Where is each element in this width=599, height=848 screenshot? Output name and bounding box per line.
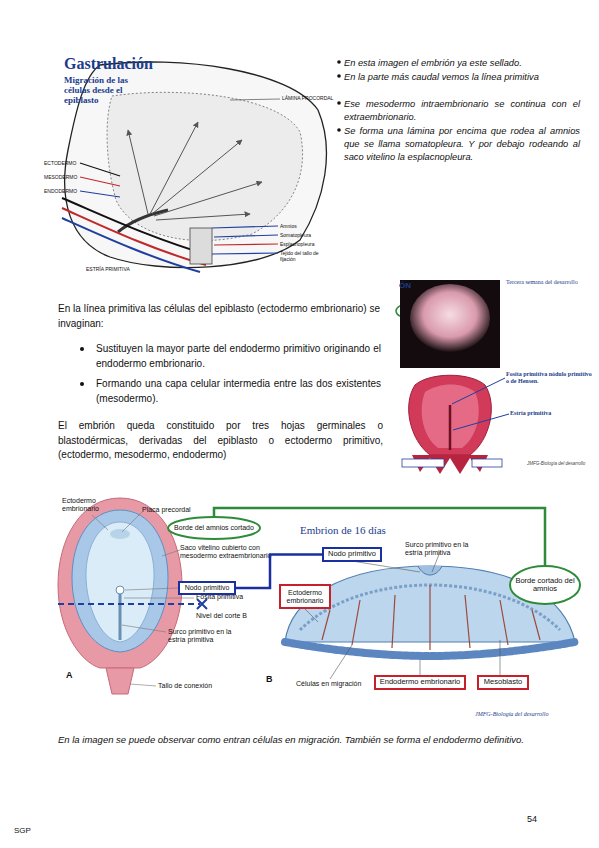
connector [236, 555, 322, 589]
page-title: Gastrulación [64, 54, 153, 73]
part-label: Tallo de conexión [158, 682, 212, 690]
embryo-sketch [402, 375, 509, 474]
blue-label-box: Nodo primitivo [322, 547, 382, 562]
oval-shape [510, 566, 580, 604]
embryo-photo [396, 280, 500, 368]
part-label: Esplacnopleura [280, 241, 314, 247]
node-text: Borde del amnios cortado [174, 524, 254, 532]
part-label: Somatopleura [280, 232, 311, 238]
bullet-dot [80, 60, 341, 386]
cut-heading: ÓN [399, 281, 411, 291]
node-text: Endodermo embrionario [380, 678, 460, 686]
page-number: 54 [527, 814, 537, 825]
caption: En la imagen se puede observar como entr… [58, 733, 548, 746]
bullet-text: En la parte más caudal vemos la línea pr… [344, 71, 580, 84]
oval-callout: Borde del amnios cortado [168, 517, 260, 539]
part-label: LÁMINA PROCORDAL [282, 95, 333, 101]
source-credit: JMFG-Biología del desarrollo [475, 711, 548, 718]
part-label: MESODERMO [44, 174, 77, 180]
panel-title: Embrion de 16 días [300, 524, 386, 537]
node-text: Ectodermo embrionario [284, 589, 326, 604]
panel-letter: B [266, 674, 273, 685]
part-label: Placa precordal [142, 506, 191, 514]
part-label: ECTODERMO [44, 160, 76, 166]
part-label: Amnios [280, 223, 297, 229]
node-text: Borde cortado del amnios [513, 577, 577, 594]
red-label-box: Endodermo embrionario [374, 675, 466, 690]
bullet-text: En esta imagen el embrión ya este sellad… [344, 57, 580, 70]
node-text: Nodo primitivo [328, 550, 376, 558]
node-text: Mesoblasto [484, 678, 522, 686]
oval-shape [168, 517, 260, 539]
part-label: Tejido del tallo de fijación [280, 250, 335, 262]
bullet-text: Ese mesodermo intraembrionario se contin… [344, 98, 580, 124]
part-label: Fosita primitiva nódulo primitivo o de H… [506, 371, 592, 385]
body-text: En la línea primitiva las células del ep… [58, 302, 380, 331]
red-label-box: Ectodermo embrionario [279, 584, 331, 609]
blue-label-box: Nodo primitivo [178, 581, 236, 595]
oval-callout: Borde cortado del amnios [510, 566, 580, 604]
part-label: ESTRÍA PRIMITIVA [86, 266, 130, 272]
footer-author: SGP [14, 826, 31, 836]
body-text: El embrión queda constituido por tres ho… [58, 419, 383, 463]
list-item: Formando una capa celular intermedia ent… [96, 377, 381, 406]
list-item: Sustituyen la mayor parte del endodermo … [96, 342, 381, 371]
part-label: Estría primitiva [510, 410, 551, 417]
part-label: Nivel del corte B [196, 612, 247, 620]
panel-letter: A [66, 670, 73, 681]
part-label: Surco primitivo en la estría primitiva [168, 628, 248, 643]
part-label: Células en migración [296, 680, 361, 688]
part-label: Ectodermo embrionario [62, 497, 122, 512]
bullet-text: Se forma una lámina por encima que rodea… [344, 125, 580, 164]
part-label: ENDODERMO [44, 188, 77, 194]
part-label: Surco primitivo en la estría primitiva [405, 541, 485, 556]
photo-title: Tercera semana del desarrollo [506, 279, 594, 286]
part-label: Saco vitelino cubierto con mesodermo ext… [180, 544, 275, 559]
source-credit: JMFG-Biología del desarrollo [527, 461, 585, 466]
red-label-box: Mesoblasto [477, 675, 529, 690]
node-text: Nodo primitivo [185, 584, 230, 592]
figure-subtitle: Migración de las células desde el epibla… [64, 76, 144, 106]
gastrulation-sketch [62, 62, 326, 272]
